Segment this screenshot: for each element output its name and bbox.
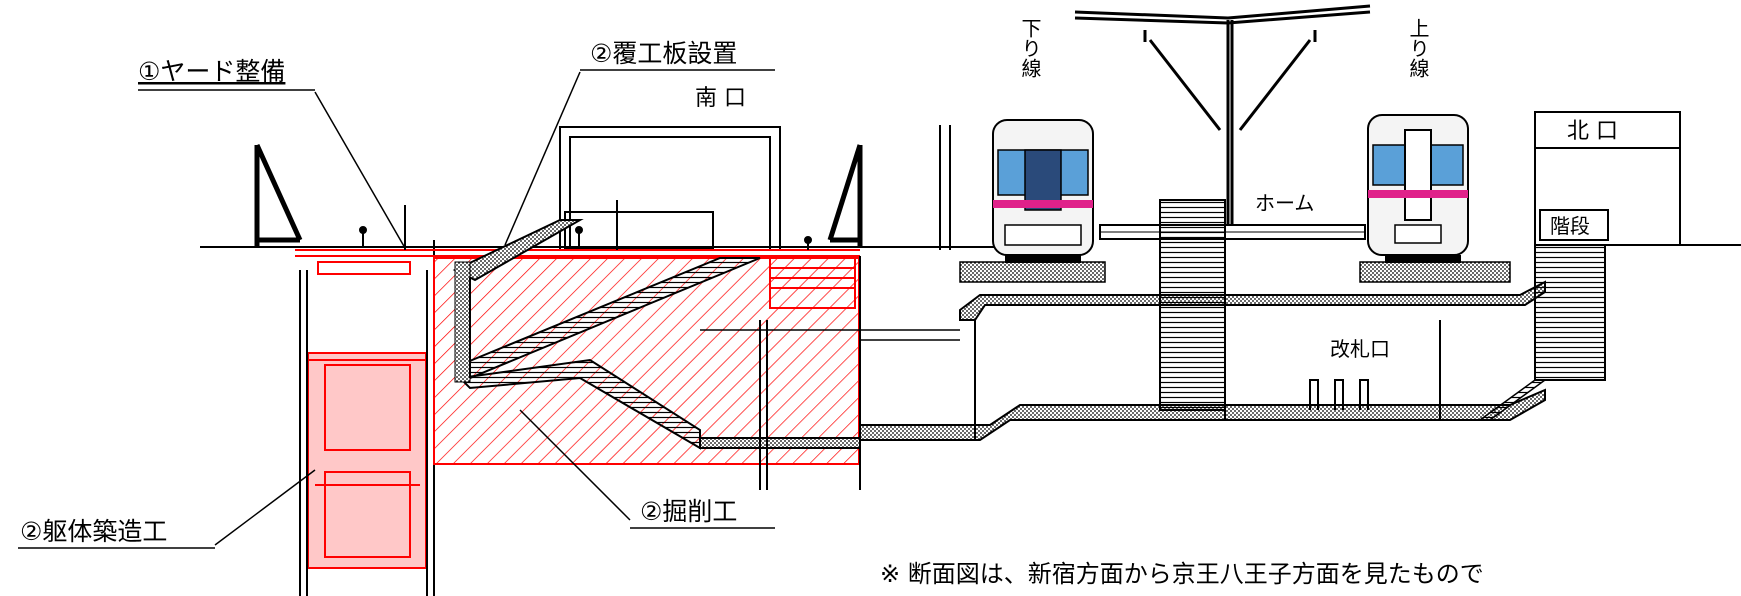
body-construction-label: ②躯体築造工 — [20, 517, 167, 546]
underground-concourse — [699, 199, 1606, 490]
fence-left — [254, 143, 303, 246]
down-train — [992, 119, 1094, 263]
ticket-gate-label: 改札口 — [1330, 337, 1390, 361]
up-line-label: 上り線 — [1406, 18, 1430, 78]
posts — [359, 125, 951, 250]
catenary-pole — [1074, 4, 1371, 225]
ticket-gates — [1309, 379, 1369, 410]
stairs-label: 階段 — [1550, 214, 1590, 238]
north-exit-building — [1534, 111, 1681, 245]
section-note: ※ 断面図は、新宿方面から京王八王子方面を見たもので — [880, 560, 1484, 588]
body-construction-zone — [299, 240, 435, 596]
south-exit-label: 南 口 — [695, 86, 746, 111]
north-exit-label: 北 口 — [1567, 119, 1618, 144]
yard-prep-label: ①ヤード整備 — [138, 57, 285, 86]
platform-label: ホーム — [1255, 191, 1314, 215]
down-line-label: 下り線 — [1018, 18, 1042, 78]
up-train — [1367, 114, 1469, 263]
leader-lines — [214, 71, 631, 546]
excavation-label: ②掘削工 — [640, 497, 737, 526]
south-stairs — [452, 219, 761, 450]
fence-right — [827, 144, 863, 246]
track-beds — [959, 224, 1511, 283]
south-exit-building — [559, 126, 781, 250]
ground-line — [200, 244, 1741, 248]
cover-plate-label: ②覆工板設置 — [590, 39, 737, 68]
